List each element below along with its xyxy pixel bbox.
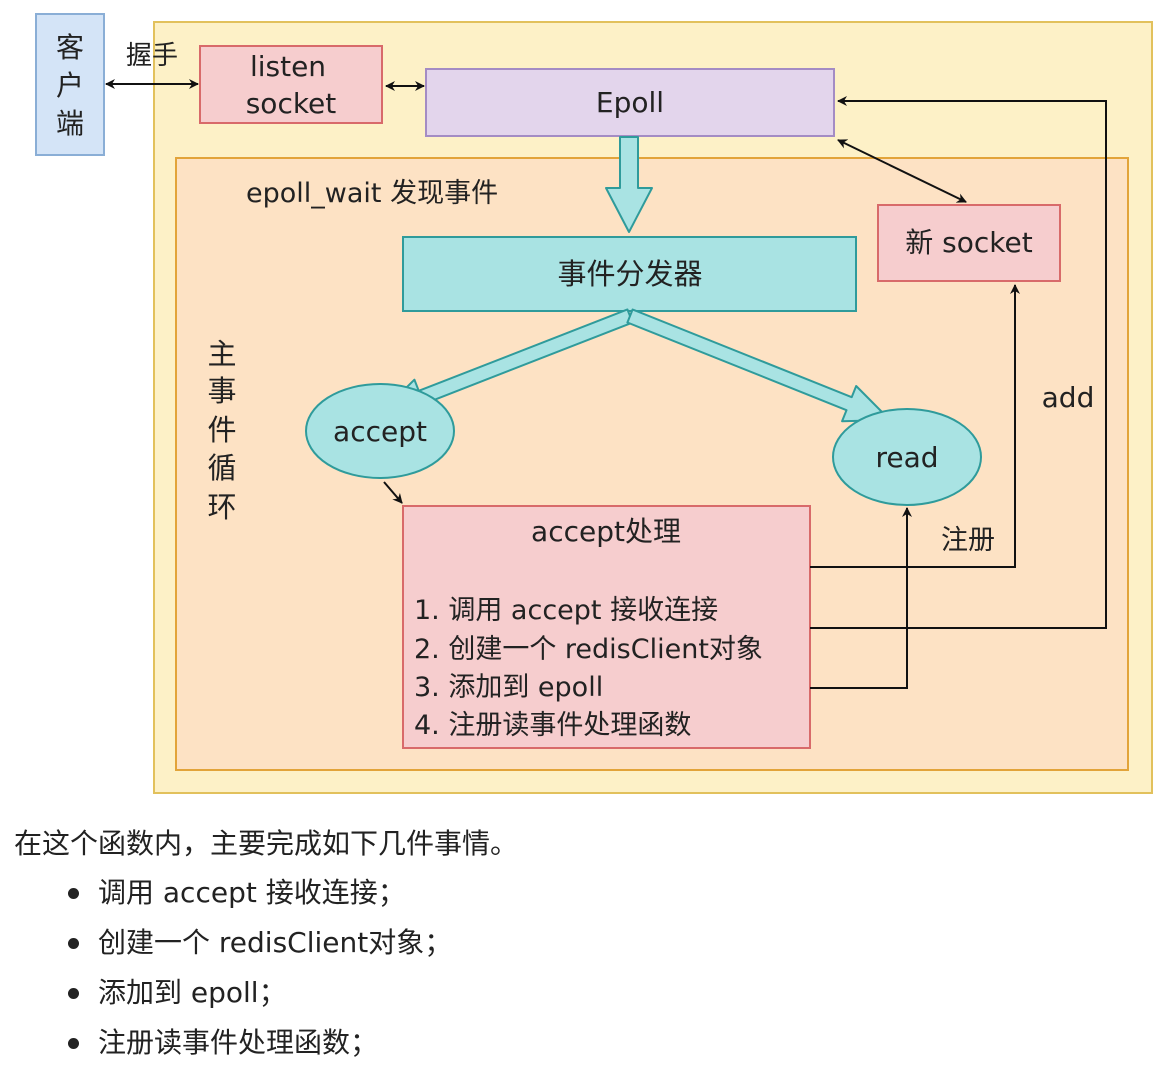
main-loop-label-1: 主: [207, 337, 236, 371]
client-label-3: 端: [56, 107, 84, 140]
listen-socket-label-1: listen: [250, 50, 326, 83]
bullet-icon: [68, 1038, 79, 1049]
bullet-icon: [68, 988, 79, 999]
bullet-icon: [68, 938, 79, 949]
register-label: 注册: [941, 525, 995, 556]
epoll-box: [425, 68, 835, 137]
register-arrow: [810, 284, 1020, 568]
new-socket-label: 新 socket: [905, 226, 1032, 259]
intro-paragraph: 在这个函数内，主要完成如下几件事情。: [14, 827, 519, 860]
list-item: 调用 accept 接收连接；: [66, 870, 452, 920]
bullet-icon: [68, 888, 79, 899]
accept-label: accept: [333, 415, 427, 448]
new-socket-box: [877, 204, 1061, 282]
main-loop-label-5: 环: [207, 490, 236, 524]
read-node: [832, 408, 982, 506]
epoll-to-dispatcher-arrow: [605, 136, 653, 233]
list-item: 添加到 epoll；: [66, 970, 452, 1020]
listen-socket-label-2: socket: [246, 87, 337, 120]
epoll-label: Epoll: [596, 86, 664, 119]
main-loop-label-2: 事: [207, 374, 236, 408]
client-label-1: 客: [56, 31, 84, 64]
accept-handler-step-3: 3. 添加到 epoll: [414, 672, 603, 703]
list-item: 注册读事件处理函数；: [66, 1020, 452, 1070]
epoll-new-socket-arrow: [837, 139, 967, 203]
epoll-event-loop-diagram: 客 户 端 握手 listen socket Epoll epoll_wait …: [35, 13, 1153, 794]
accept-handler-step-4: 4. 注册读事件处理函数: [414, 710, 691, 741]
client-box: [35, 13, 105, 156]
list-item-text: 创建一个 redisClient对象；: [98, 926, 453, 959]
listen-socket-box: [199, 45, 383, 124]
client-label-2: 户: [56, 69, 84, 102]
list-item-text: 注册读事件处理函数；: [98, 1026, 379, 1059]
event-dispatcher-box: [402, 236, 857, 312]
main-loop-label-3: 件: [207, 413, 236, 447]
list-item-text: 添加到 epoll；: [98, 976, 287, 1009]
accept-to-handler-arrow: [383, 481, 403, 504]
accept-handler-box: [402, 505, 811, 749]
accept-handler-step-1: 1. 调用 accept 接收连接: [414, 595, 718, 626]
main-loop-label-4: 循: [207, 451, 236, 485]
add-label: add: [1042, 381, 1095, 414]
accept-node: [305, 383, 455, 479]
handler-to-read-arrow: [810, 507, 912, 689]
task-list: 调用 accept 接收连接； 创建一个 redisClient对象； 添加到 …: [66, 870, 452, 1070]
accept-handler-step-2: 2. 创建一个 redisClient对象: [414, 634, 763, 665]
event-dispatcher-label: 事件分发器: [557, 257, 702, 291]
add-arrow: [810, 96, 1107, 629]
read-label: read: [875, 441, 938, 474]
accept-handler-title: accept处理: [531, 515, 681, 548]
handshake-label: 握手: [126, 41, 178, 71]
list-item: 创建一个 redisClient对象；: [66, 920, 452, 970]
epoll-wait-label: epoll_wait 发现事件: [246, 178, 498, 209]
list-item-text: 调用 accept 接收连接；: [98, 876, 406, 909]
